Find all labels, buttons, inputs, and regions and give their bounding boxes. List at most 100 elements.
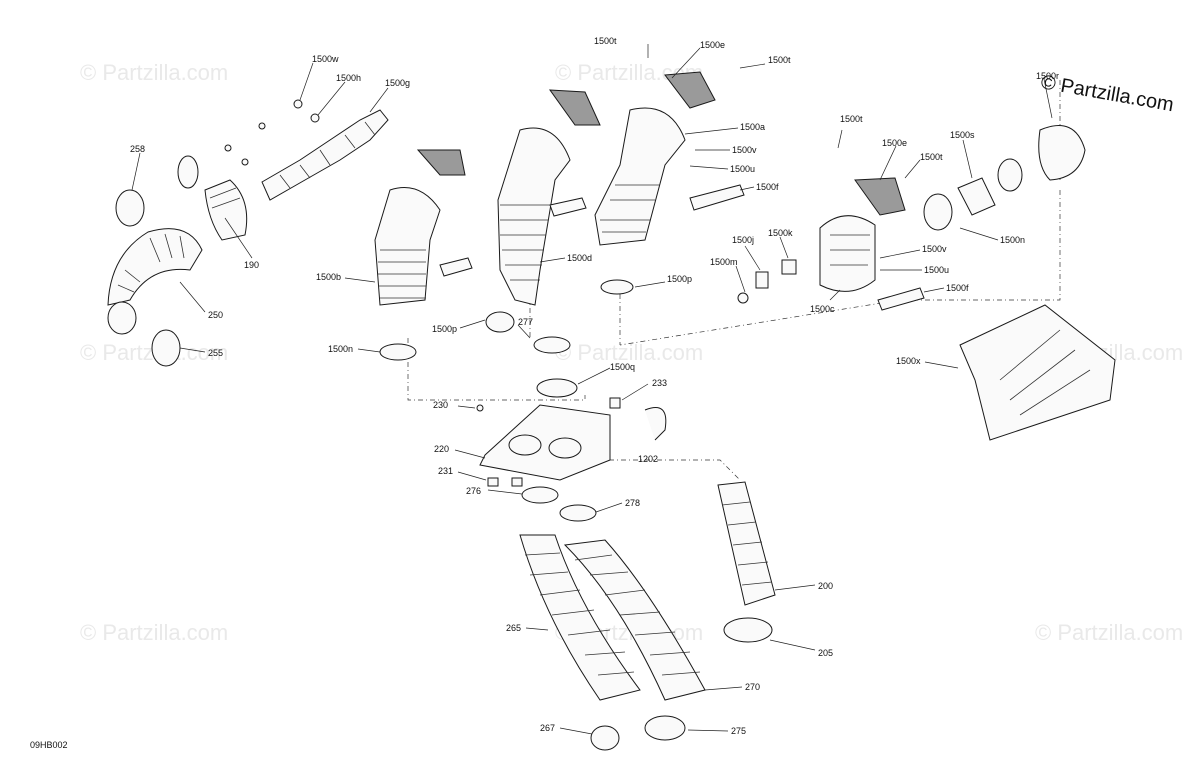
part-1500g-bracket[interactable]: [261, 109, 389, 201]
callout-1500n-a[interactable]: 1500n: [328, 344, 353, 354]
callout-250[interactable]: 250: [208, 310, 223, 320]
callout-1500a[interactable]: 1500a: [740, 122, 765, 132]
part-267-clamp[interactable]: [590, 725, 620, 751]
callout-1500u-a[interactable]: 1500u: [730, 164, 755, 174]
callout-1500b[interactable]: 1500b: [316, 272, 341, 282]
callout-277[interactable]: 277: [518, 317, 533, 327]
callout-1500e-a[interactable]: 1500e: [700, 40, 725, 50]
part-1500e-cover-center[interactable]: [548, 89, 601, 126]
part-1500n-clamp-right[interactable]: [923, 193, 953, 231]
callout-1500f-a[interactable]: 1500f: [756, 182, 779, 192]
part-1500k-block[interactable]: [781, 259, 797, 275]
part-1500f-filter-left[interactable]: [439, 257, 473, 277]
callout-276[interactable]: 276: [466, 486, 481, 496]
callout-270[interactable]: 270: [745, 682, 760, 692]
part-276-clamp[interactable]: [521, 486, 559, 504]
callout-1500q[interactable]: 1500q: [610, 362, 635, 372]
callout-1500x[interactable]: 1500x: [896, 356, 921, 366]
callout-1500t-a[interactable]: 1500t: [594, 36, 617, 46]
part-1500h-screw[interactable]: [310, 113, 320, 123]
part-190-coupler[interactable]: [204, 179, 248, 241]
callout-200[interactable]: 200: [818, 581, 833, 591]
callout-1202[interactable]: 1202: [638, 454, 658, 464]
callout-275[interactable]: 275: [731, 726, 746, 736]
part-1500r-elbow[interactable]: [1038, 125, 1086, 181]
callout-1500j[interactable]: 1500j: [732, 235, 754, 245]
callout-1500k[interactable]: 1500k: [768, 228, 793, 238]
callout-258[interactable]: 258: [130, 144, 145, 154]
callout-1500f-b[interactable]: 1500f: [946, 283, 969, 293]
callout-1500v-a[interactable]: 1500v: [732, 145, 757, 155]
part-1202-hose[interactable]: [644, 407, 667, 441]
callout-1500t-b[interactable]: 1500t: [768, 55, 791, 65]
part-275-clamp[interactable]: [644, 715, 686, 741]
part-1500p-clamp-b[interactable]: [485, 311, 515, 333]
callout-1500m[interactable]: 1500m: [710, 257, 738, 267]
callout-1500h[interactable]: 1500h: [336, 73, 361, 83]
callout-220[interactable]: 220: [434, 444, 449, 454]
callout-278[interactable]: 278: [625, 498, 640, 508]
part-1500e-cover-right[interactable]: [664, 71, 716, 109]
part-205-clamp[interactable]: [723, 617, 773, 643]
callout-1500c[interactable]: 1500c: [810, 304, 835, 314]
part-1500f-filter-far-right[interactable]: [877, 287, 925, 311]
part-231-clip-a[interactable]: [487, 477, 499, 487]
callout-267[interactable]: 267: [540, 723, 555, 733]
part-230-screw[interactable]: [476, 404, 484, 412]
callout-1500s[interactable]: 1500s: [950, 130, 975, 140]
callout-1500g[interactable]: 1500g: [385, 78, 410, 88]
part-190-clamp[interactable]: [177, 155, 199, 189]
part-1500n-ring[interactable]: [997, 158, 1023, 192]
part-1500f-filter-center[interactable]: [549, 197, 587, 217]
callout-1500u-b[interactable]: 1500u: [924, 265, 949, 275]
part-1500b-intake[interactable]: [374, 187, 441, 306]
part-1500d-intake[interactable]: [497, 127, 571, 306]
callout-1500w[interactable]: 1500w: [312, 54, 339, 64]
part-255-clamp[interactable]: [151, 329, 181, 367]
callout-231[interactable]: 231: [438, 466, 453, 476]
part-220-plenum-plate[interactable]: [479, 404, 611, 481]
callout-265[interactable]: 265: [506, 623, 521, 633]
part-1500w-screw[interactable]: [293, 99, 303, 109]
callout-1500p-a[interactable]: 1500p: [667, 274, 692, 284]
part-1500a-intake[interactable]: [594, 107, 686, 246]
part-258-clamp[interactable]: [115, 189, 145, 227]
callout-1500d[interactable]: 1500d: [567, 253, 592, 263]
callout-205[interactable]: 205: [818, 648, 833, 658]
part-1500j-sensor[interactable]: [755, 271, 769, 289]
callout-1500r[interactable]: 1500r: [1036, 71, 1059, 81]
callout-1500n-b[interactable]: 1500n: [1000, 235, 1025, 245]
part-group-left: [107, 99, 389, 367]
part-265-duct[interactable]: [519, 534, 641, 701]
callout-1500v-b[interactable]: 1500v: [922, 244, 947, 254]
part-1500s-sleeve[interactable]: [957, 177, 996, 216]
callout-230[interactable]: 230: [433, 400, 448, 410]
callout-1500e-b[interactable]: 1500e: [882, 138, 907, 148]
part-250-elbow[interactable]: [107, 228, 203, 306]
part-231-clip-b[interactable]: [511, 477, 523, 487]
part-1500e-cover-left[interactable]: [416, 149, 466, 176]
part-group-right: [737, 125, 1116, 441]
part-278-clamp[interactable]: [559, 504, 597, 522]
part-1500x-cover[interactable]: [959, 304, 1116, 441]
callout-255[interactable]: 255: [208, 348, 223, 358]
callout-1500p-b[interactable]: 1500p: [432, 324, 457, 334]
part-1500p-clamp-a[interactable]: [600, 279, 634, 295]
brand-logo[interactable]: © Partzilla.com: [1039, 71, 1175, 116]
watermark-1: © Partzilla.com: [80, 60, 228, 85]
callout-1500t-d[interactable]: 1500t: [920, 152, 943, 162]
part-group-lower: [476, 378, 776, 751]
part-1500c-housing[interactable]: [819, 215, 876, 292]
callout-190[interactable]: 190: [244, 260, 259, 270]
part-1500e-cover-far-right[interactable]: [854, 177, 906, 216]
part-1500m-bolt[interactable]: [737, 292, 749, 304]
part-1500n-clamp-left[interactable]: [379, 343, 417, 361]
part-1500f-filter-right[interactable]: [689, 184, 745, 211]
part-1500q-clamp[interactable]: [536, 378, 578, 398]
part-220-port-left: [508, 434, 542, 456]
part-233-clip[interactable]: [609, 397, 621, 409]
callout-1500t-c[interactable]: 1500t: [840, 114, 863, 124]
callout-233[interactable]: 233: [652, 378, 667, 388]
part-277-clamp[interactable]: [533, 336, 571, 354]
